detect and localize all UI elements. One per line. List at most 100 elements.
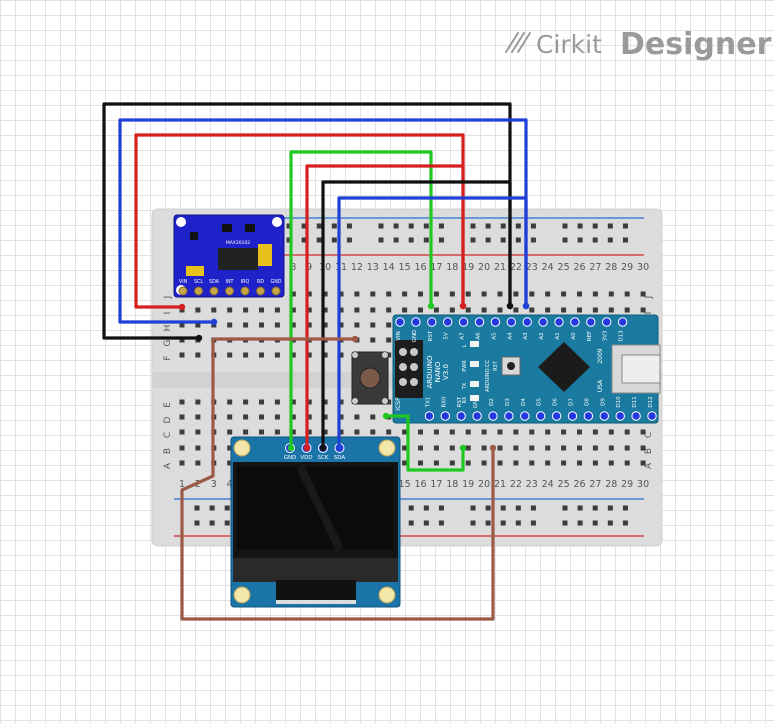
- wire-end: [303, 444, 311, 452]
- terminal-hole: [402, 291, 408, 297]
- terminal-hole: [338, 352, 344, 358]
- terminal-hole: [433, 445, 439, 451]
- wire-gnd-sensor[interactable]: [102, 102, 512, 340]
- rail-hole: [577, 223, 583, 229]
- arduino-pin: [504, 411, 514, 421]
- terminal-hole: [243, 352, 249, 358]
- pushbutton[interactable]: [351, 351, 389, 405]
- terminal-hole: [354, 307, 360, 313]
- row-letter: G: [163, 339, 173, 346]
- terminal-hole: [592, 429, 598, 435]
- arduino-label: L: [462, 344, 468, 347]
- arduino-pin: [395, 317, 405, 327]
- rail-hole: [408, 237, 414, 243]
- arduino-pin: [536, 411, 546, 421]
- column-number: 10: [319, 262, 331, 273]
- wire-button-signal[interactable]: [180, 337, 495, 621]
- terminal-hole: [513, 307, 519, 313]
- sensor-pin: [225, 286, 234, 296]
- sensor-pin-label: SDA: [209, 279, 220, 285]
- terminal-hole: [322, 307, 328, 313]
- wire-end: [522, 302, 530, 310]
- arduino-pin: [458, 317, 469, 327]
- arduino-label: D4: [521, 398, 527, 406]
- terminal-hole: [497, 307, 503, 313]
- terminal-hole: [322, 291, 328, 297]
- wire-sck-oled[interactable]: [321, 180, 512, 450]
- arduino-pin: [551, 411, 562, 421]
- arduino-label: A6: [476, 332, 482, 340]
- row-letter: I: [644, 312, 654, 315]
- arduino-label: D6: [553, 398, 559, 406]
- column-number: 29: [621, 479, 633, 490]
- terminal-hole: [338, 307, 344, 313]
- column-number: 28: [605, 262, 617, 273]
- rail-hole: [423, 237, 429, 243]
- arduino-label: A5: [491, 332, 497, 340]
- terminal-hole: [179, 322, 185, 328]
- arduino-label: D2: [489, 398, 495, 406]
- terminal-hole: [306, 307, 312, 313]
- rail-hole: [408, 520, 414, 526]
- terminal-hole: [227, 429, 233, 435]
- terminal-hole: [227, 414, 233, 420]
- terminal-hole: [465, 445, 471, 451]
- rail-hole: [470, 223, 476, 229]
- terminal-hole: [274, 322, 280, 328]
- rail-hole: [331, 223, 337, 229]
- arduino-leds: [470, 341, 479, 401]
- wire-end: [178, 303, 186, 311]
- arduino-label: ARDUINO.CC: [485, 360, 491, 392]
- wire-button-gnd[interactable]: [384, 414, 465, 472]
- terminal-hole: [274, 352, 280, 358]
- column-number: 8: [290, 262, 296, 273]
- terminal-hole: [433, 291, 439, 297]
- wire-gnd-oled[interactable]: [289, 150, 433, 450]
- terminal-hole: [481, 307, 487, 313]
- rail-hole: [622, 520, 628, 526]
- wire-endpoints: [178, 302, 530, 452]
- terminal-hole: [290, 399, 296, 405]
- terminal-hole: [290, 352, 296, 358]
- sensor-pin-label: IRQ: [241, 279, 250, 285]
- rail-hole: [562, 223, 568, 229]
- rail-hole: [530, 520, 536, 526]
- wire-vdd-oled[interactable]: [305, 164, 465, 450]
- wires[interactable]: [102, 102, 528, 621]
- terminal-hole: [306, 322, 312, 328]
- rail-hole: [485, 520, 491, 526]
- rail-hole: [607, 520, 613, 526]
- sensor-pin: [240, 286, 250, 296]
- terminal-hole: [561, 429, 567, 435]
- icsp-header: [395, 340, 423, 398]
- wire-end: [287, 444, 295, 452]
- wire-sda-sensor[interactable]: [118, 118, 528, 324]
- rail-hole: [592, 520, 598, 526]
- rail-hole: [530, 237, 536, 243]
- column-number: 19: [462, 262, 474, 273]
- terminal-hole: [195, 445, 201, 451]
- oled-pin-label: GND: [284, 455, 297, 461]
- rail-hole: [224, 520, 230, 526]
- arduino-pin: [520, 411, 530, 421]
- column-number: 15: [399, 479, 411, 490]
- terminal-hole: [449, 460, 455, 466]
- rail-hole: [408, 223, 414, 229]
- pushbutton-leg: [382, 398, 388, 404]
- wire-sda-oled[interactable]: [337, 196, 528, 450]
- rail-hole: [562, 505, 568, 511]
- terminal-hole: [179, 414, 185, 420]
- terminal-hole: [529, 445, 535, 451]
- arduino-label: PWR: [462, 360, 468, 372]
- arduino-label: GND: [412, 330, 418, 343]
- terminal-hole: [624, 291, 630, 297]
- terminal-hole: [354, 414, 360, 420]
- rail-hole: [194, 520, 200, 526]
- column-number: 22: [510, 479, 522, 490]
- arduino-label: A2: [539, 332, 545, 339]
- column-number: 21: [494, 262, 506, 273]
